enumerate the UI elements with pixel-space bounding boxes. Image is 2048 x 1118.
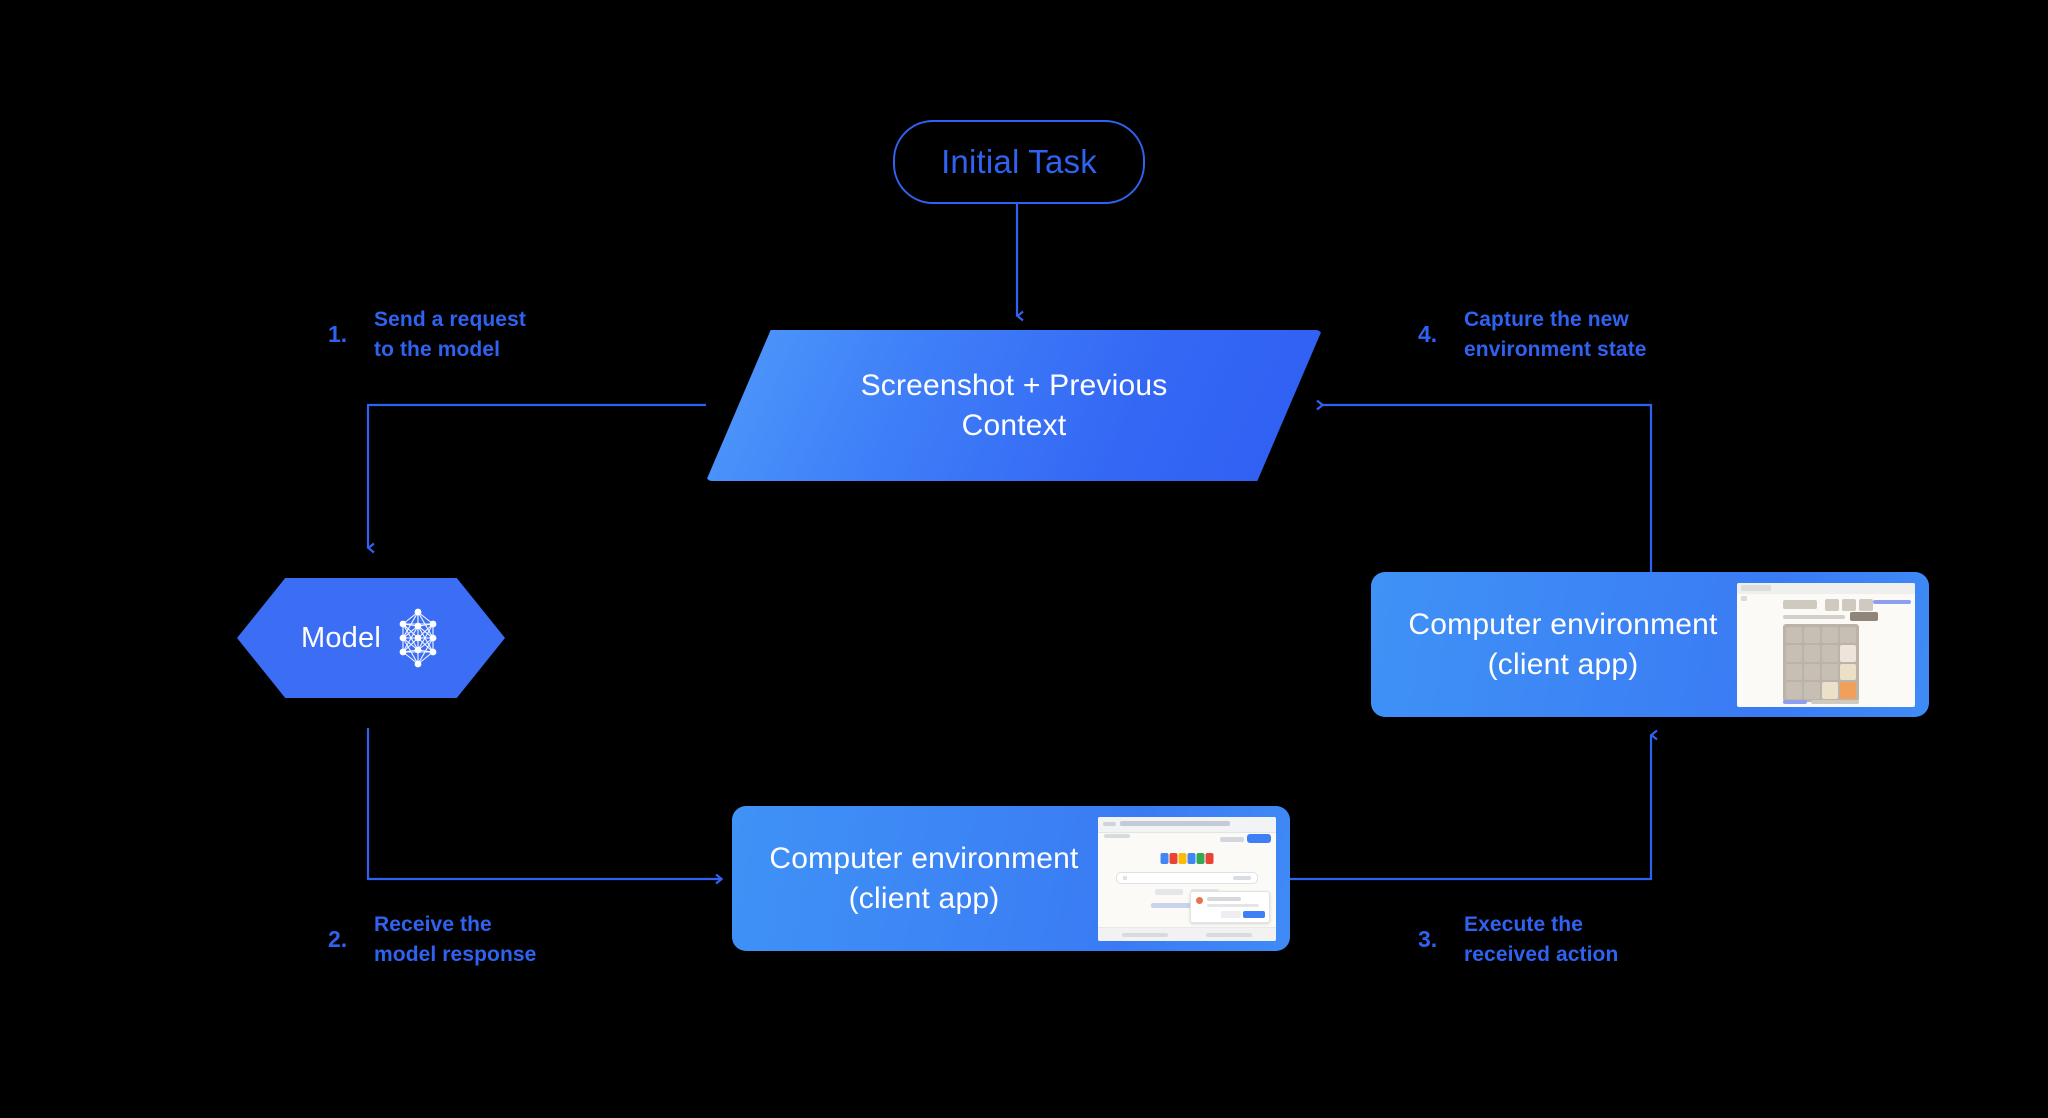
browser-nav-icon [1741, 595, 1747, 601]
footer-link [1783, 699, 1807, 704]
browser-nav-buttons [1103, 821, 1116, 826]
step-2-text: Receive the model response [374, 913, 537, 966]
google-search-thumbnail [1098, 816, 1276, 941]
sign-in-button [1247, 833, 1271, 843]
language-links [1151, 902, 1223, 908]
dialog-secondary-button [1221, 910, 1241, 918]
step-2-label: 2. Receive the model response [328, 910, 536, 970]
model-node-label: Model [301, 621, 381, 654]
step-3-text: Execute the received action [1464, 913, 1619, 966]
header-links [1873, 599, 1911, 604]
step-1-label: 1. Send a request to the model [328, 305, 526, 365]
step-4-text: Capture the new environment state [1464, 308, 1647, 361]
neural-network-icon [395, 607, 441, 669]
footer-text [1811, 699, 1859, 704]
context-node-label: Screenshot + Previous Context [706, 330, 1322, 481]
step-1-text: Send a request to the model [374, 308, 526, 361]
step-3-label: 3. Execute the received action [1418, 910, 1618, 970]
connector-env-bottom-to-env-right [1290, 729, 1658, 881]
step-3-number: 3. [1418, 926, 1438, 953]
step-2-number: 2. [328, 926, 348, 953]
game-subtitle [1783, 614, 1845, 619]
initial-task-label: Initial Task [941, 143, 1097, 180]
page-footer [1098, 926, 1276, 941]
env-card-right[interactable]: Computer environment (client app) [1371, 572, 1929, 717]
context-node-line1: Screenshot + Previous [860, 368, 1168, 402]
browser-chrome-bar [1737, 582, 1915, 594]
search-input [1116, 871, 1258, 884]
header-links [1220, 836, 1244, 842]
model-node[interactable]: Model [237, 578, 505, 698]
browser-url-bar [1120, 820, 1230, 826]
env-card-right-label: Computer environment (client app) [1371, 605, 1737, 685]
connector-context-to-model [366, 403, 706, 554]
initial-task-node[interactable]: Initial Task [893, 120, 1145, 204]
env-card-bottom-line1: Computer environment [769, 841, 1079, 875]
dialog-icon [1196, 896, 1203, 904]
env-card-right-line2: (client app) [1487, 647, 1639, 681]
browser-subheader [1104, 833, 1130, 838]
browser-tab [1741, 584, 1771, 591]
connector-model-to-env-bottom [366, 728, 724, 885]
env-card-right-line1: Computer environment [1408, 607, 1718, 641]
dialog-title [1207, 896, 1241, 901]
step-1-number: 1. [328, 321, 348, 348]
step-4-label: 4. Capture the new environment state [1418, 305, 1647, 365]
google-logo-icon [1160, 852, 1214, 864]
context-node-line2: Context [961, 408, 1067, 442]
dialog-body [1207, 903, 1259, 907]
game-title [1783, 599, 1817, 609]
context-node[interactable]: Screenshot + Previous Context [706, 330, 1322, 481]
popup-dialog [1190, 890, 1270, 923]
step-4-number: 4. [1418, 321, 1438, 348]
env-card-bottom-label: Computer environment (client app) [732, 839, 1098, 919]
connector-env-right-to-context [1316, 399, 1653, 572]
game-board [1783, 623, 1859, 702]
context-node-shape [706, 330, 1322, 481]
dialog-primary-button [1243, 910, 1265, 918]
env-card-bottom-line2: (client app) [848, 881, 1000, 915]
env-card-bottom[interactable]: Computer environment (client app) [732, 806, 1290, 951]
score-boxes [1825, 598, 1873, 611]
model-node-shape [237, 578, 505, 698]
new-game-button [1850, 611, 1878, 621]
game-2048-thumbnail [1737, 582, 1915, 707]
